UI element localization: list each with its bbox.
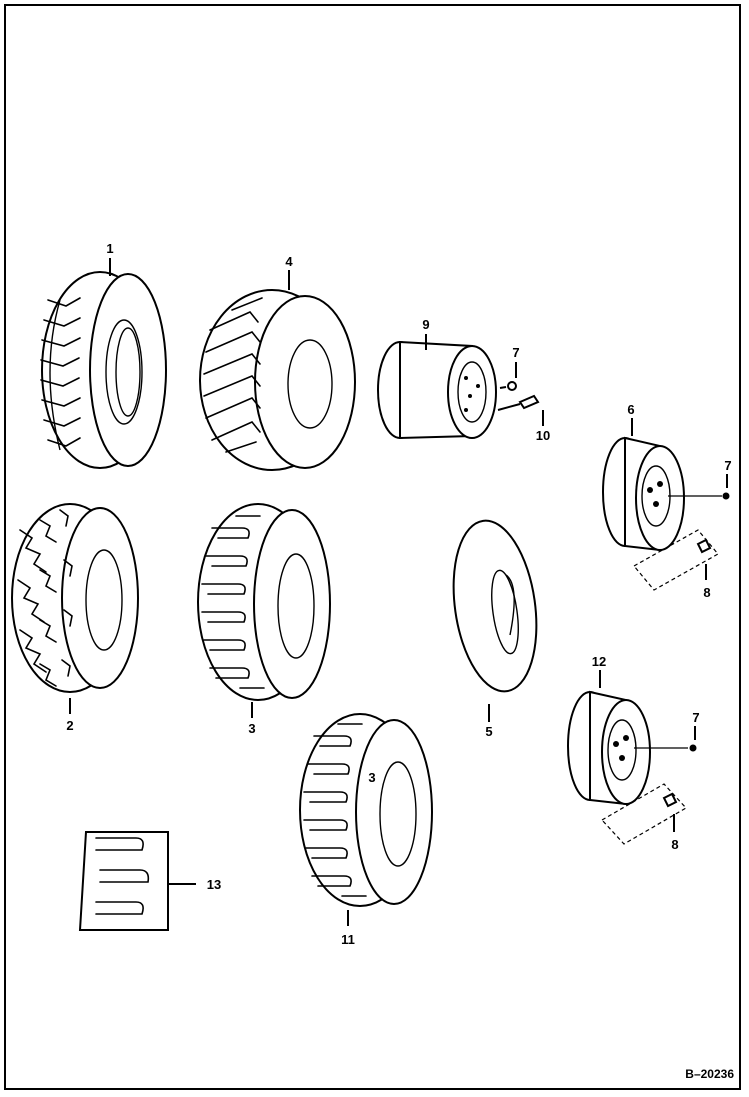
valve-part-10 bbox=[497, 394, 540, 411]
callout-8-upper: 8 bbox=[703, 585, 710, 600]
tire-part-1 bbox=[40, 271, 167, 469]
figure-reference: B–20236 bbox=[685, 1067, 734, 1081]
callout-12: 12 bbox=[592, 654, 606, 669]
callout-11: 11 bbox=[341, 932, 355, 947]
tire-part-11 bbox=[299, 713, 433, 907]
callout-4: 4 bbox=[285, 254, 293, 269]
wheel-part-6 bbox=[602, 436, 730, 591]
callout-labels: 1 4 9 7 10 6 7 8 2 3 5 12 7 3 8 13 11 bbox=[66, 241, 731, 947]
callout-13: 13 bbox=[207, 877, 221, 892]
valve-part-7-upper bbox=[499, 381, 517, 391]
callout-10: 10 bbox=[536, 428, 550, 443]
callout-6: 6 bbox=[627, 402, 634, 417]
callout-2: 2 bbox=[66, 718, 73, 733]
callout-5: 5 bbox=[485, 724, 492, 739]
callout-8-lower: 8 bbox=[671, 837, 678, 852]
callout-7-upper: 7 bbox=[512, 345, 519, 360]
callout-7-lower: 7 bbox=[692, 710, 699, 725]
leader-lines bbox=[69, 258, 728, 926]
wheel-part-12 bbox=[567, 690, 697, 845]
tire-part-2 bbox=[11, 503, 139, 693]
tire-part-4 bbox=[199, 289, 356, 471]
callout-9: 9 bbox=[422, 317, 429, 332]
rim-part-9 bbox=[377, 340, 497, 440]
callout-3-lower: 3 bbox=[368, 770, 375, 785]
callout-1: 1 bbox=[106, 241, 113, 256]
tube-part-5 bbox=[452, 519, 538, 693]
tread-section-part-13 bbox=[78, 831, 169, 931]
callout-7-middle: 7 bbox=[724, 458, 731, 473]
callout-3-upper: 3 bbox=[248, 721, 255, 736]
tire-part-3-upper bbox=[197, 503, 331, 701]
